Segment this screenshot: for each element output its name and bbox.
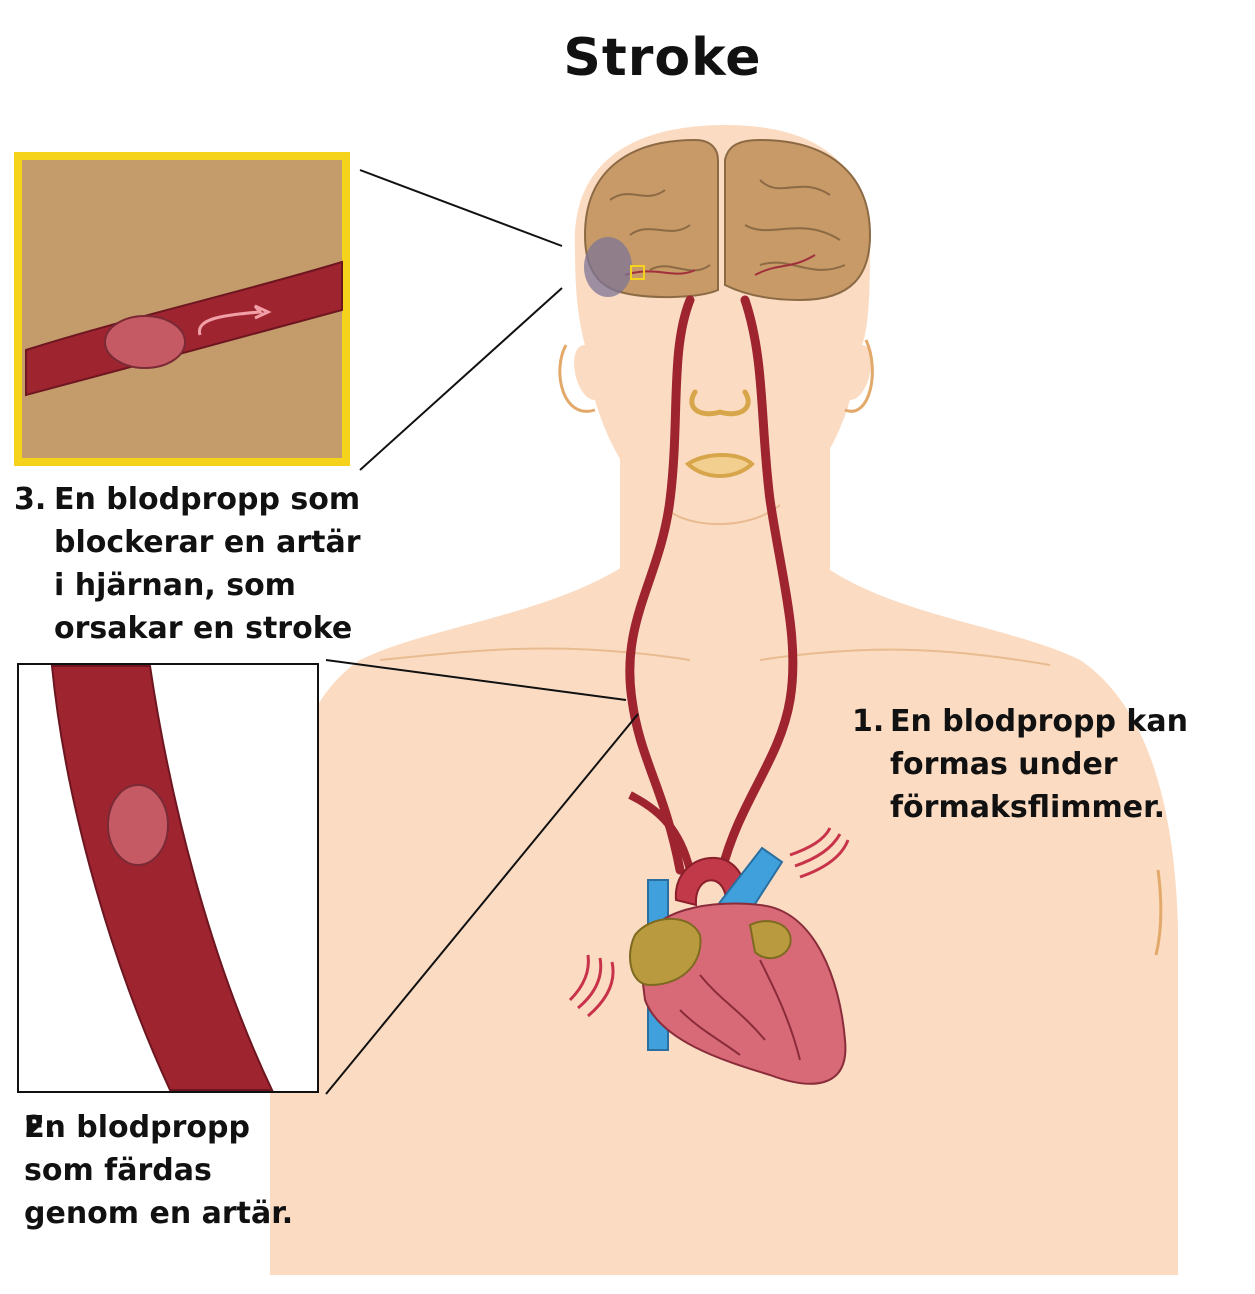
label-step-1-line-2: formas under: [890, 747, 1118, 782]
label-step-3-line-4: orsakar en stroke: [54, 611, 353, 646]
right-carotid-artery: [717, 295, 798, 875]
label-step-2-line-2: som färdas: [24, 1153, 212, 1188]
label-step-3: 3. En blodpropp som blockerar en artär i…: [14, 478, 361, 650]
zoom-marker: [630, 265, 645, 280]
inset-artery-vertical: [50, 665, 274, 1091]
left-ear: [558, 344, 596, 413]
inset-clot: [104, 315, 186, 369]
inset-clot-vertical: [107, 784, 169, 866]
right-arm-line: [1154, 869, 1163, 956]
label-step-1: 1. En blodpropp kan formas under förmaks…: [852, 700, 1188, 829]
label-step-1-line-1: En blodpropp kan: [890, 704, 1188, 739]
right-atrium: [748, 920, 792, 960]
right-ear: [844, 339, 874, 413]
left-carotid-artery: [625, 295, 695, 875]
brain: [583, 138, 872, 302]
aortic-branch: [628, 791, 694, 871]
diagram-title: Stroke: [563, 28, 762, 88]
heart-vessels: [679, 959, 801, 1061]
label-step-2-line-3: genom en artär.: [24, 1196, 294, 1231]
collarbone-right: [759, 648, 1051, 666]
fibrillation-marks-left: [568, 954, 615, 1018]
label-step-3-number: 3.: [14, 482, 47, 517]
heart: [568, 827, 850, 1085]
label-step-1-number: 1.: [852, 704, 885, 739]
label-step-1-line-3: förmaksflimmer.: [890, 790, 1166, 825]
fibrillation-marks-right: [789, 827, 850, 879]
pointer-line-top: [359, 169, 563, 247]
label-step-3-line-3: i hjärnan, som: [54, 568, 296, 603]
label-step-3-line-1: En blodpropp som: [54, 482, 361, 517]
inset-traveling-clot: [17, 663, 319, 1093]
left-atrium: [629, 917, 702, 987]
pointer-line-artery-top: [325, 659, 627, 701]
stroke-damage-area: [584, 237, 632, 297]
pointer-line-bottom: [359, 287, 563, 471]
mouth: [684, 453, 755, 478]
pointer-line-artery-bottom: [325, 713, 639, 1095]
flow-arrow: [198, 304, 272, 336]
collarbone-left: [379, 647, 691, 661]
nose: [689, 389, 751, 417]
label-step-3-line-2: blockerar en artär: [54, 525, 361, 560]
label-step-2: 2. En blodpropp som färdas genom en artä…: [24, 1106, 293, 1235]
label-step-2-number: 2.: [24, 1110, 57, 1145]
inset-brain-artery: [14, 152, 350, 466]
label-step-2-line-1: En blodpropp: [24, 1110, 250, 1145]
